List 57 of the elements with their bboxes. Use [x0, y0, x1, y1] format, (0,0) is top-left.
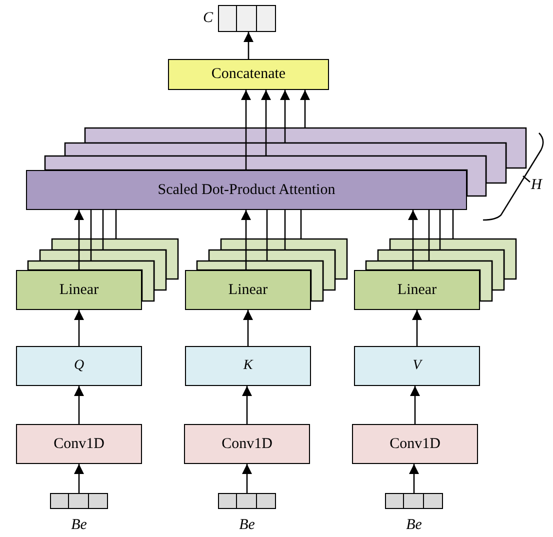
connector-line — [115, 210, 117, 239]
arrow — [408, 210, 418, 270]
vector-label: C — [203, 11, 214, 26]
box-label: Conv1D — [54, 436, 104, 452]
box-label: Linear — [397, 282, 437, 298]
conv1d-box — [16, 424, 142, 464]
box-label: Q — [74, 359, 84, 373]
connector-line — [102, 210, 104, 250]
connector-line — [452, 210, 454, 239]
arrow — [74, 210, 84, 270]
arrow — [243, 310, 253, 346]
arrow — [261, 90, 271, 156]
vector-label: Be — [70, 518, 88, 533]
arrow — [412, 310, 422, 346]
output-vector — [218, 5, 276, 32]
arrow — [300, 90, 310, 128]
input-vector — [385, 493, 443, 509]
box-label: Scaled Dot-Product Attention — [158, 182, 336, 198]
arrow — [244, 32, 254, 59]
connector-line — [266, 210, 268, 261]
box-label: Concatenate — [211, 67, 286, 82]
head-count-label: H — [531, 178, 542, 193]
vector-label: Be — [405, 518, 423, 533]
box-label: Linear — [228, 282, 268, 298]
arrow — [241, 210, 251, 270]
arrow — [74, 310, 84, 346]
arrow — [280, 90, 290, 143]
arrow — [409, 464, 419, 493]
attention-box — [26, 170, 467, 210]
box-label: Linear — [59, 282, 99, 298]
linear-box — [354, 270, 480, 310]
conv1d-box — [352, 424, 478, 464]
connector-line — [428, 210, 430, 261]
arrow — [242, 386, 252, 424]
connector-line — [284, 210, 286, 250]
input-box — [354, 346, 480, 386]
arrow — [74, 464, 84, 493]
connector-line — [439, 210, 441, 250]
connector-line — [300, 210, 302, 239]
arrow — [410, 386, 420, 424]
linear-box — [16, 270, 142, 310]
connector-line — [90, 210, 92, 261]
input-box — [185, 346, 311, 386]
arrow — [241, 90, 251, 170]
input-vector — [218, 493, 276, 509]
input-box — [16, 346, 142, 386]
linear-box — [185, 270, 311, 310]
conv1d-box — [184, 424, 310, 464]
box-label: Conv1D — [222, 436, 272, 452]
input-vector — [50, 493, 108, 509]
box-label: V — [412, 359, 422, 373]
concatenate-box — [168, 59, 329, 90]
box-label: K — [243, 359, 253, 373]
box-label: Conv1D — [390, 436, 440, 452]
arrow — [242, 464, 252, 493]
arrow — [74, 386, 84, 424]
vector-label: Be — [238, 518, 256, 533]
